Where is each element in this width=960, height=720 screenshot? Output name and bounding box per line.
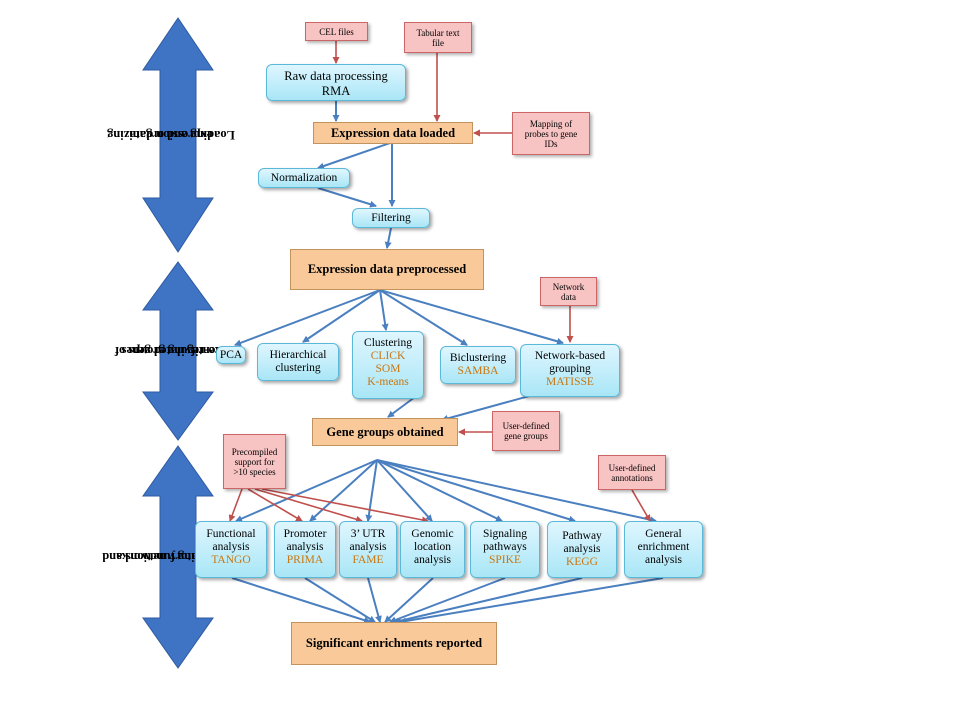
- box-label: Promoter: [283, 528, 327, 540]
- normalization-box: Normalization: [258, 168, 350, 188]
- tool-label: K-means: [367, 376, 409, 388]
- input-tabular-file: Tabular text file: [404, 22, 472, 53]
- general-enrichment-analysis-box: General enrichment analysis: [624, 521, 703, 578]
- promoter-analysis-box: Promoter analysis PRIMA: [274, 521, 336, 578]
- box-label: Hierarchical: [269, 349, 327, 361]
- input-label: Network: [552, 281, 585, 292]
- box-label: analysis: [286, 541, 324, 553]
- stage-label: Expression data loaded: [330, 125, 456, 140]
- box-label: analysis: [563, 543, 601, 555]
- stage-label: Gene groups obtained: [326, 424, 444, 439]
- tool-label: SOM: [375, 363, 401, 375]
- sidebar-arrow-uncovering: [142, 445, 214, 669]
- input-user-annotations: User-defined annotations: [598, 455, 666, 490]
- pathway-analysis-box: Pathway analysis KEGG: [547, 521, 617, 578]
- clustering-box: Clustering CLICK SOM K-means: [352, 331, 424, 399]
- box-label: location: [413, 541, 452, 553]
- tool-label: PRIMA: [286, 554, 324, 566]
- pca-box: PCA: [216, 346, 246, 364]
- filtering-box: Filtering: [352, 208, 430, 228]
- box-label: clustering: [275, 362, 321, 374]
- tool-label: SAMBA: [457, 365, 499, 377]
- input-label: support for: [234, 456, 275, 467]
- stage-label: Expression data preprocessed: [307, 262, 467, 276]
- biclustering-box: Biclustering SAMBA: [440, 346, 516, 384]
- expression-data-loaded-box: Expression data loaded: [313, 122, 473, 144]
- stage-label: Significant enrichments reported: [305, 636, 483, 650]
- hierarchical-clustering-box: Hierarchical clustering: [257, 343, 339, 381]
- tool-label: TANGO: [211, 554, 251, 566]
- sidebar-label-line: expression data: [129, 128, 213, 142]
- input-probe-mapping: Mapping of probes to gene IDs: [512, 112, 590, 155]
- box-label: 3’ UTR: [350, 528, 386, 540]
- input-network-data: Network data: [540, 277, 597, 306]
- tool-label: FAME: [352, 554, 384, 566]
- genomic-location-analysis-box: Genomic location analysis: [400, 521, 465, 578]
- input-label: gene groups: [504, 431, 548, 441]
- box-label: Filtering: [371, 212, 411, 224]
- box-label: analysis: [644, 554, 683, 566]
- box-label: RMA: [321, 84, 351, 98]
- sidebar-arrow-loading: [142, 17, 214, 253]
- input-label: >10 species: [233, 466, 276, 477]
- input-label: User-defined: [608, 462, 656, 473]
- network-based-grouping-box: Network-based grouping MATISSE: [520, 344, 620, 397]
- utr-analysis-box: 3’ UTR analysis FAME: [339, 521, 397, 578]
- expression-data-preprocessed-box: Expression data preprocessed: [290, 249, 484, 290]
- box-label: PCA: [219, 349, 243, 361]
- tool-label: KEGG: [566, 556, 598, 568]
- box-label: analysis: [349, 541, 387, 553]
- box-label: Normalization: [270, 172, 338, 184]
- input-user-gene-groups: User-defined gene groups: [492, 411, 560, 451]
- sidebar-label-line: co-regulated genes: [121, 344, 221, 358]
- box-label: Signaling: [482, 528, 528, 540]
- input-cel-files: CEL files: [305, 22, 368, 41]
- box-label: grouping: [549, 363, 591, 375]
- box-label: Genomic: [411, 528, 454, 540]
- input-label: Tabular text: [416, 27, 460, 38]
- input-label: Mapping of: [529, 118, 573, 129]
- input-label: file: [432, 37, 444, 48]
- box-label: Pathway: [562, 530, 602, 542]
- input-label: CEL files: [319, 26, 354, 37]
- input-label: data: [561, 291, 576, 302]
- sidebar-arrow-identifying: [142, 261, 214, 441]
- box-label: Network-based: [534, 350, 606, 362]
- input-label: User-defined: [502, 421, 550, 431]
- box-label: General: [645, 528, 682, 540]
- functional-analysis-box: Functional analysis TANGO: [195, 521, 267, 578]
- box-label: analysis: [413, 554, 452, 566]
- box-label: pathways: [483, 541, 527, 553]
- tool-label: SPIKE: [489, 554, 521, 566]
- box-label: Biclustering: [449, 352, 507, 364]
- input-label: IDs: [544, 138, 558, 149]
- input-precompiled-support: Precompiled support for >10 species: [223, 434, 286, 489]
- input-label: probes to gene: [524, 128, 578, 139]
- signaling-pathways-box: Signaling pathways SPIKE: [470, 521, 540, 578]
- box-label: Functional: [206, 528, 256, 540]
- input-label: Precompiled: [231, 446, 278, 457]
- tool-label: MATISSE: [546, 376, 594, 388]
- significant-enrichments-box: Significant enrichments reported: [291, 622, 497, 665]
- gene-groups-obtained-box: Gene groups obtained: [312, 418, 458, 446]
- input-label: annotations: [611, 472, 653, 483]
- box-label: Clustering: [364, 337, 412, 349]
- box-label: Raw data processing: [284, 69, 388, 83]
- box-label: analysis: [212, 541, 250, 553]
- raw-data-processing-box: Raw data processing RMA: [266, 64, 406, 101]
- tool-label: CLICK: [370, 350, 406, 362]
- box-label: enrichment: [637, 541, 690, 553]
